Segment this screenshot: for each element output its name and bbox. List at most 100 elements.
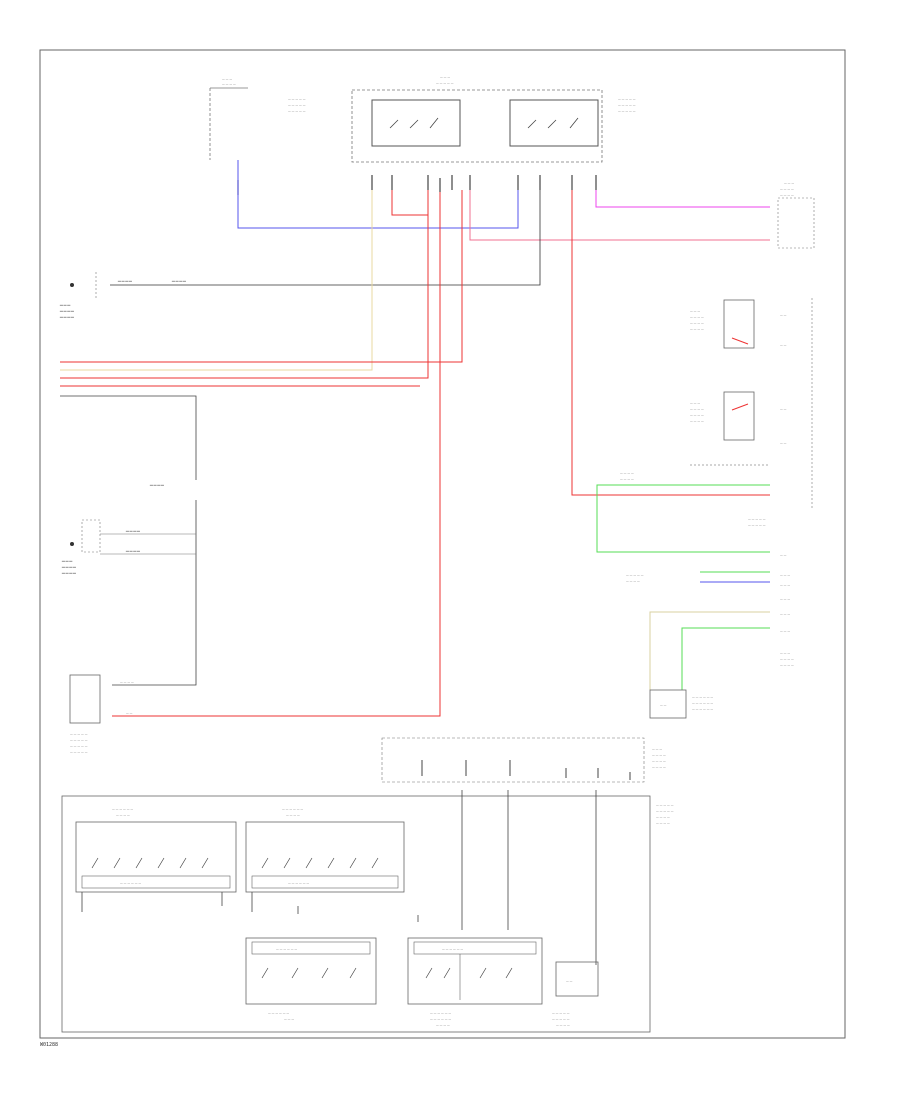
- svg-text:— — — — — —: — — — — — —: [430, 1011, 451, 1015]
- svg-text:— — —: — — —: [222, 77, 232, 81]
- svg-text:— — — — — —: — — — — — —: [442, 947, 463, 951]
- red-wire-right: [571, 190, 770, 496]
- svg-text:— — — —: — — — —: [652, 765, 666, 769]
- svg-text:— — — — — —: — — — — — —: [692, 695, 713, 699]
- svg-text:— — — —: — — — —: [690, 407, 704, 411]
- svg-text:— — — —: — — — —: [652, 753, 666, 757]
- bottom-connector-pins: [421, 760, 631, 780]
- svg-text:— — — — —: — — — — —: [288, 97, 306, 101]
- svg-text:— — — — — —: — — — — — —: [282, 807, 303, 811]
- svg-text:— — —: — — —: [780, 651, 790, 655]
- svg-text:— — — —: — — — —: [690, 413, 704, 417]
- svg-text:— — — —: — — — —: [780, 657, 794, 661]
- svg-text:— —: — —: [660, 703, 667, 707]
- svg-text:— — — — — —: — — — — — —: [430, 1017, 451, 1021]
- switch-pack-4: — — — — — — — — — — — — — — — — — — — — …: [407, 937, 543, 1027]
- svg-text:— — — —: — — — —: [690, 315, 704, 319]
- svg-text:— — —: — — —: [62, 559, 72, 563]
- top-center-relay-block: — — — — — — — — — — — — — — — — — — — — …: [288, 75, 636, 163]
- svg-text:— — —: — — —: [780, 573, 790, 577]
- svg-text:— — — — —: — — — — —: [626, 573, 644, 577]
- svg-text:— — —: — — —: [284, 1017, 294, 1021]
- svg-text:— — — —: — — — —: [556, 1023, 570, 1027]
- svg-text:— — — —: — — — —: [60, 315, 74, 319]
- svg-text:— — — — — —: — — — — — —: [268, 1011, 289, 1015]
- svg-text:— — — — —: — — — — —: [656, 803, 674, 807]
- svg-text:— — — — —: — — — — —: [70, 732, 88, 736]
- yellow-wire: [60, 190, 373, 371]
- svg-text:— — — — — —: — — — — — —: [692, 701, 713, 705]
- bottom-harness-labels: — — — — — — — — — — — — — — — — — —: [656, 803, 674, 825]
- sensor-module: — — — — — — — — — — — — — — — —: [552, 961, 599, 1027]
- svg-text:— — —: — — —: [780, 612, 790, 616]
- svg-text:— — — — —: — — — — —: [552, 1017, 570, 1021]
- svg-text:— —: — —: [566, 979, 573, 983]
- svg-text:— — — —: — — — —: [62, 565, 76, 569]
- svg-text:— — — — —: — — — — —: [288, 103, 306, 107]
- svg-text:— — —: — — —: [780, 597, 790, 601]
- svg-text:— — — — —: — — — — —: [748, 523, 766, 527]
- switch-contact-icon: [389, 117, 579, 129]
- right-module-labels: — — — — — — — — — — — — — — — — — — — — …: [620, 471, 794, 667]
- right-switch-a: — — — — — — — — — — — — — — — — — — —: [690, 299, 787, 349]
- svg-text:— — — —: — — — —: [690, 327, 704, 331]
- ground-icon: [70, 283, 74, 546]
- left-relay: [371, 99, 461, 147]
- svg-text:— — —: — — —: [690, 309, 700, 313]
- right-bottom-module: — — — — — — — — — — — — — — — — — — — —: [649, 689, 713, 719]
- svg-text:— — — — — —: — — — — — —: [276, 947, 297, 951]
- svg-text:— — — —: — — — —: [690, 419, 704, 423]
- svg-text:— — — —: — — — —: [780, 187, 794, 191]
- svg-text:— — — — —: — — — — —: [436, 81, 454, 85]
- svg-text:— —: — —: [126, 711, 133, 715]
- blue-wire: [237, 160, 519, 229]
- magenta-wire: [595, 190, 770, 208]
- svg-text:— — — — —: — — — — —: [618, 109, 636, 113]
- svg-text:— — — — —: — — — — —: [70, 744, 88, 748]
- svg-text:— — —: — — —: [784, 181, 794, 185]
- svg-text:— — — —: — — — —: [60, 309, 74, 313]
- green-wire-a: [596, 484, 770, 553]
- black-wire: [110, 190, 541, 286]
- svg-text:— — — — —: — — — — —: [618, 97, 636, 101]
- svg-text:— — — — —: — — — — —: [618, 103, 636, 107]
- svg-text:— — — —: — — — —: [626, 579, 640, 583]
- svg-text:— — — —: — — — —: [118, 279, 132, 283]
- connector-icon: [237, 175, 597, 195]
- svg-text:— — —: — — —: [690, 401, 700, 405]
- svg-text:— — —: — — —: [780, 629, 790, 633]
- svg-text:— — — — —: — — — — —: [70, 738, 88, 742]
- left-switch-block-a: — — — — — — — — — — — — — — — — — — —: [60, 272, 186, 319]
- right-switch-b: — — — — — — — — — — — — — — — — — — —: [690, 391, 787, 445]
- switch-pack-2: — — — — — — — — — — — — — — — —: [245, 807, 405, 893]
- svg-text:— — —: — — —: [60, 303, 70, 307]
- svg-text:— — — —: — — — —: [780, 663, 794, 667]
- svg-text:— — — —: — — — —: [620, 477, 634, 481]
- bottom-harness-frame: [61, 795, 651, 1033]
- svg-text:— — — —: — — — —: [780, 193, 794, 197]
- svg-text:— — — — —: — — — — —: [552, 1011, 570, 1015]
- svg-text:— — —: — — —: [780, 583, 790, 587]
- right-relay: [509, 99, 599, 147]
- switch-pack-1: — — — — — — — — — — — — — — — —: [75, 807, 237, 893]
- pink-wire: [469, 190, 770, 241]
- svg-text:— — —: — — —: [440, 75, 450, 79]
- svg-text:— — — —: — — — —: [120, 680, 134, 684]
- svg-text:— — — —: — — — —: [656, 815, 670, 819]
- svg-text:— — — — — —: — — — — — —: [120, 881, 141, 885]
- left-switch-block-b: — — — — — — — — — — — — — — — — — — — — …: [62, 483, 196, 575]
- gray-wire: [60, 395, 197, 480]
- svg-text:— — — —: — — — —: [690, 321, 704, 325]
- svg-text:— — — — — —: — — — — — —: [288, 881, 309, 885]
- yellow-wire-b: [649, 611, 770, 690]
- svg-text:— — — —: — — — —: [652, 759, 666, 763]
- red-wire-top: [391, 190, 429, 216]
- svg-text:— — —: — — —: [652, 747, 662, 751]
- svg-text:— — — —: — — — —: [150, 483, 164, 487]
- top-left-fuse-box: — — — — — — —: [209, 77, 248, 160]
- svg-text:— — — —: — — — —: [62, 571, 76, 575]
- green-wire-b: [681, 627, 770, 690]
- red-wire-long: [112, 192, 441, 717]
- svg-text:— — — — —: — — — — —: [288, 109, 306, 113]
- red-wire-a: [60, 190, 463, 363]
